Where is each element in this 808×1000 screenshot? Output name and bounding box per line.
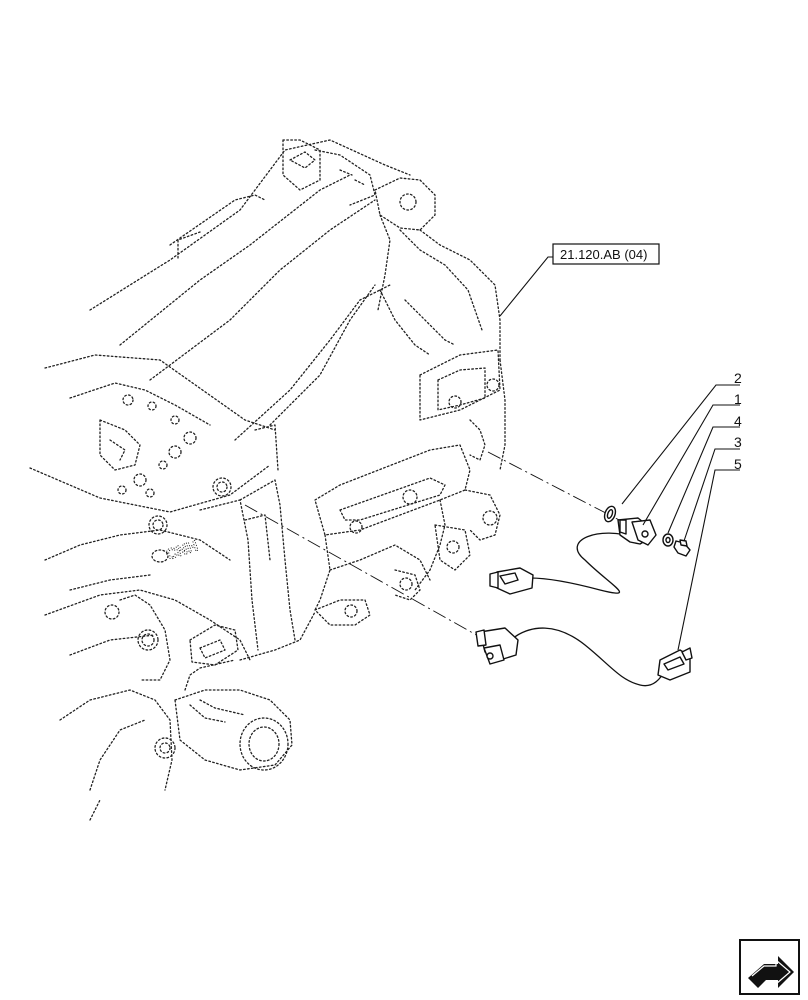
callout-3: 3 bbox=[734, 434, 742, 450]
speed-sensor-part bbox=[489, 517, 657, 595]
washer-part bbox=[662, 533, 674, 547]
callout-labels: 2 1 4 3 5 bbox=[734, 370, 742, 472]
callout-5: 5 bbox=[734, 456, 742, 472]
transmission-housing-ghost: CNH bbox=[29, 139, 506, 821]
casting-logo: CNH bbox=[164, 538, 200, 564]
speed-sensor-installed bbox=[475, 626, 693, 688]
reference-label[interactable]: 21.120.AB (04) bbox=[560, 247, 647, 262]
reference-link[interactable]: 21.120.AB (04) bbox=[552, 243, 660, 265]
assembly-center-lines bbox=[244, 451, 626, 638]
bolt-part bbox=[673, 539, 691, 557]
callout-1: 1 bbox=[734, 391, 742, 407]
callout-4: 4 bbox=[734, 413, 742, 429]
leader-lines bbox=[499, 256, 740, 651]
next-page-arrow-icon[interactable] bbox=[739, 939, 800, 995]
o-ring-part bbox=[603, 505, 617, 523]
callout-2: 2 bbox=[734, 370, 742, 386]
